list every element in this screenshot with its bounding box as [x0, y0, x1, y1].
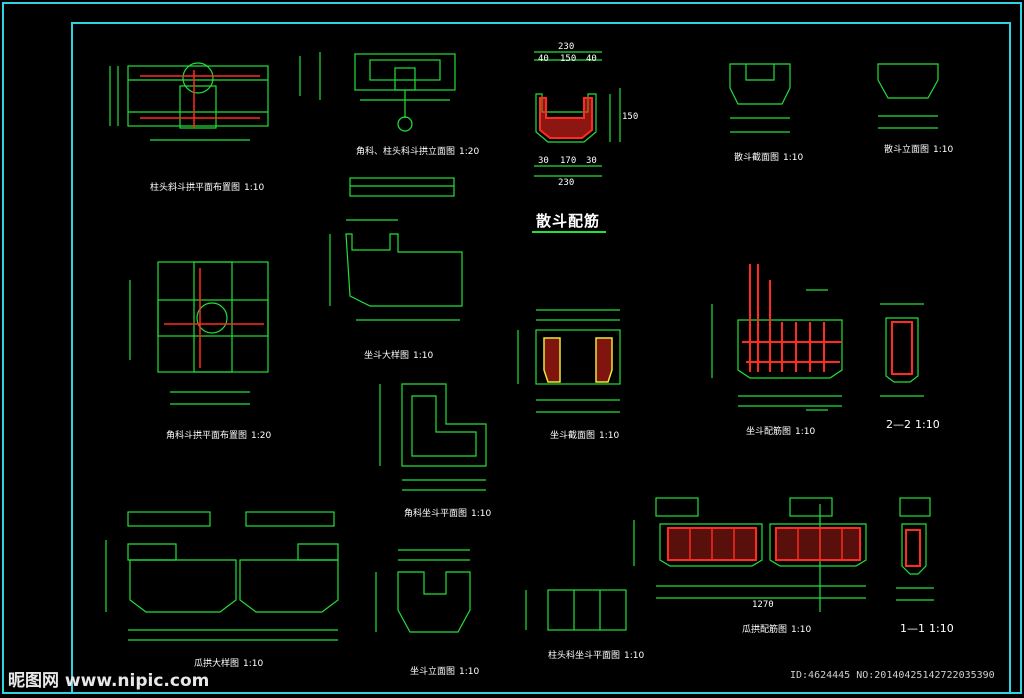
section-2-2 — [880, 303, 924, 397]
dim-right-height: 150 — [622, 112, 639, 122]
dim-bottom-total: 230 — [558, 178, 575, 188]
section-1-1 — [896, 497, 934, 601]
corner-plan — [129, 261, 269, 405]
elevation-sandou-far-right — [877, 63, 939, 129]
section-heading: 散斗配筋 — [536, 212, 601, 230]
corner-zuodou-plan — [379, 383, 487, 491]
dim-guagong-total: 1270 — [752, 600, 774, 610]
plan-bracket-top-left — [109, 62, 269, 141]
dim-top-right: 40 — [586, 54, 597, 64]
inner-border — [71, 22, 1011, 694]
zuodou-section — [517, 309, 621, 413]
guagong-rebar — [633, 497, 867, 612]
dim-bottom-mid: 170 — [560, 156, 577, 166]
zuodou-detail — [329, 219, 463, 321]
dim-top-total: 230 — [558, 42, 575, 52]
elevation-sandou-right — [729, 63, 791, 133]
rebar-sandou — [539, 97, 593, 139]
elevation-bracket-top — [299, 52, 456, 132]
guagong-detail — [105, 511, 339, 641]
zuodou-plan-boxes — [525, 589, 627, 631]
bracket-arm-plan — [349, 177, 455, 197]
dim-bottom-right: 30 — [586, 156, 597, 166]
zuodou-elevation — [375, 549, 471, 633]
dim-top-mid: 150 — [560, 54, 577, 64]
dim-top-left: 40 — [538, 54, 549, 64]
zuodou-rebar-elevation — [711, 289, 843, 411]
dim-bottom-left: 30 — [538, 156, 549, 166]
watermark-site: 昵图网 www.nipic.com — [8, 671, 210, 691]
watermark-id: ID:4624445 NO:20140425142722035390 — [790, 670, 995, 681]
